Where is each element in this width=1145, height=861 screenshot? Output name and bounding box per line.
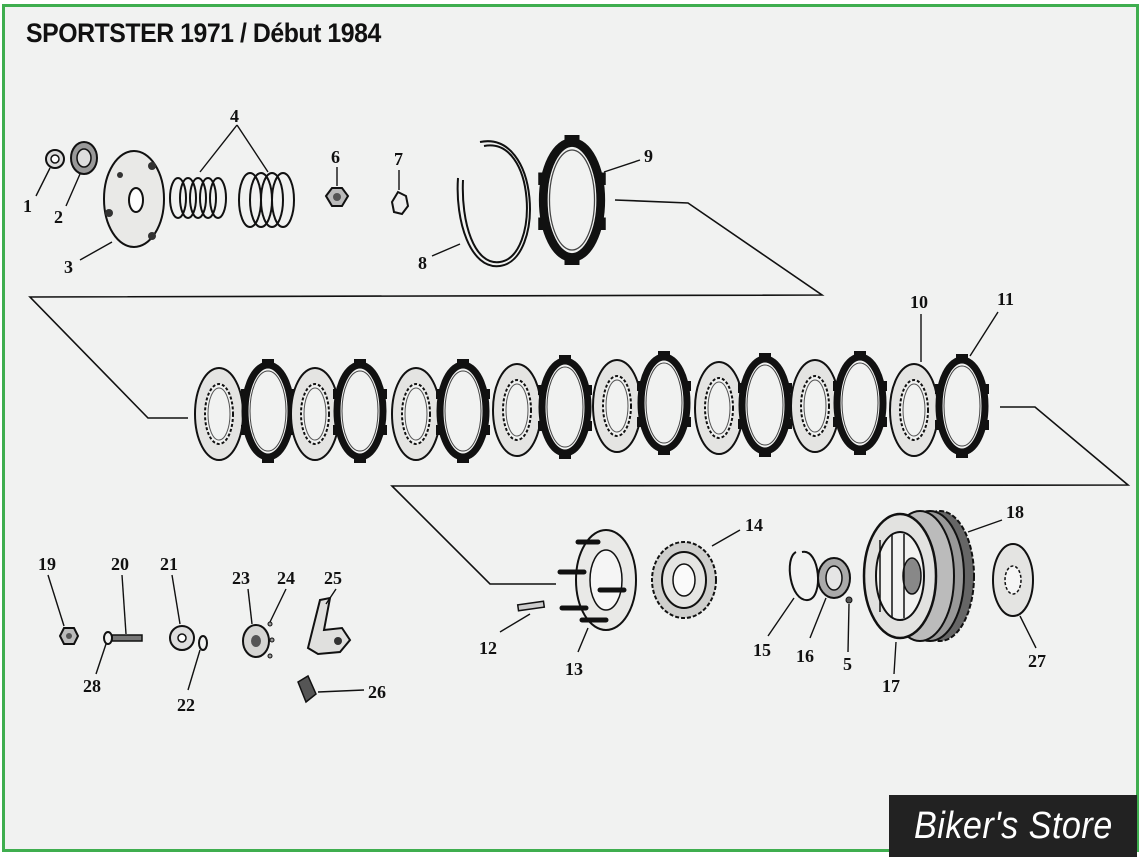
callout-3: 3: [64, 257, 73, 277]
part-14-gear: [651, 541, 717, 619]
part-17-18-clutch-shell: [862, 510, 975, 642]
part-28-lock-ring: [103, 631, 113, 645]
part-1-bearing: [45, 149, 65, 169]
part-7-lock-plate: [390, 190, 410, 216]
part-19-nut: [58, 627, 80, 645]
part-25-release-lever: [306, 596, 352, 656]
part-13-hub: [557, 529, 637, 631]
callout-11: 11: [997, 289, 1014, 309]
callout-12: 12: [479, 638, 497, 658]
callout-24: 24: [277, 568, 295, 588]
clutch-pack: [194, 351, 989, 463]
callout-13: 13: [565, 659, 583, 679]
part-24-spring-clip: [267, 621, 275, 659]
part-6-nut: [324, 187, 350, 207]
callout-7: 7: [394, 149, 403, 169]
part-20-screw: [111, 634, 143, 642]
logo-text: Biker's Store: [913, 804, 1113, 847]
callout-1: 1: [23, 196, 32, 216]
callout-labels: 1 2 3 4 5 6 7 8 9 10 11 12 13 14 15 16 1…: [23, 106, 1046, 715]
callout-8: 8: [418, 253, 427, 273]
callout-9: 9: [644, 146, 653, 166]
callout-6: 6: [331, 147, 340, 167]
callout-28: 28: [83, 676, 101, 696]
callout-10: 10: [910, 292, 928, 312]
callout-18: 18: [1006, 502, 1024, 522]
leader-lines: [35, 124, 1037, 693]
part-5-ball: [845, 596, 853, 604]
callout-27: 27: [1028, 651, 1046, 671]
part-3-pressure-plate: [103, 150, 165, 248]
callout-5: 5: [843, 654, 852, 674]
callout-21: 21: [160, 554, 178, 574]
part-16-bearing: [817, 557, 851, 599]
part-22-clip: [198, 635, 208, 651]
bikers-store-logo: Biker's Store: [889, 795, 1137, 857]
callout-23: 23: [232, 568, 250, 588]
callout-20: 20: [111, 554, 129, 574]
callout-16: 16: [796, 646, 814, 666]
part-15-retaining-ring: [788, 550, 819, 602]
callout-22: 22: [177, 695, 195, 715]
part-27-plate: [992, 543, 1034, 617]
assembly-lines: [28, 199, 1131, 585]
part-26-lever-arm: [297, 674, 317, 704]
part-21-washer: [169, 625, 195, 651]
callout-4: 4: [230, 106, 239, 126]
part-2-bearing: [70, 141, 98, 175]
part-9-plate: [538, 135, 606, 265]
callout-17: 17: [882, 676, 900, 696]
callout-14: 14: [745, 515, 763, 535]
callout-26: 26: [368, 682, 386, 702]
callout-25: 25: [324, 568, 342, 588]
diagram-title: SPORTSTER 1971 / Début 1984: [26, 18, 381, 48]
callout-15: 15: [753, 640, 771, 660]
callout-2: 2: [54, 207, 63, 227]
part-12-pin: [516, 600, 546, 612]
part-23-adjuster: [242, 624, 270, 658]
callout-19: 19: [38, 554, 56, 574]
part-4-springs: [169, 172, 295, 228]
part-8-snap-ring: [456, 140, 531, 268]
